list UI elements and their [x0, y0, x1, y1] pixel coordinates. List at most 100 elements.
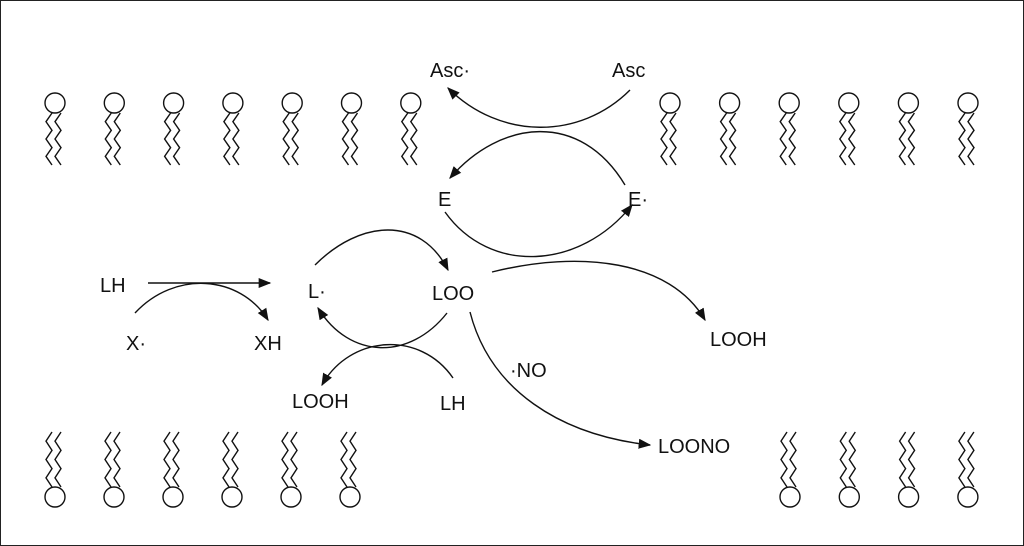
lipid-tail — [104, 431, 112, 488]
lipid-molecule — [281, 92, 303, 166]
lipid-head — [103, 486, 125, 508]
lipid-molecule — [103, 92, 126, 166]
lipid-head — [838, 92, 860, 114]
lipid-head — [778, 92, 800, 114]
lipid-tail — [113, 112, 122, 166]
lipid-head — [718, 92, 741, 114]
label-x-radical: X· — [126, 333, 146, 355]
lipid-tail — [340, 431, 348, 488]
arrow-e-to-e-radical — [444, 204, 633, 258]
lipid-tail — [788, 112, 797, 166]
lipid-head — [280, 486, 302, 508]
lipid-tail — [719, 112, 728, 166]
lipid-tail — [400, 112, 409, 166]
lipid-tail — [958, 112, 966, 166]
lipid-molecule — [103, 431, 125, 508]
lipid-tail — [54, 431, 62, 488]
arrow-x-radical-to-xh — [134, 282, 269, 322]
lipid-tail — [898, 112, 907, 166]
label-lh-bottom: LH — [440, 393, 466, 415]
label-asc: Asc — [612, 60, 645, 82]
label-asc-radical: Asc· — [430, 60, 470, 82]
lipid-molecule — [838, 431, 860, 508]
lipid-tail — [780, 431, 788, 488]
lipid-molecule — [778, 92, 800, 166]
lipid-molecule — [400, 92, 422, 166]
lipid-tail — [660, 112, 668, 166]
lipid-molecule — [897, 92, 920, 166]
label-looh-bottom: LOOH — [292, 391, 349, 413]
lipid-head — [838, 486, 860, 508]
lipid-tail — [172, 112, 181, 166]
lipid-molecule — [838, 92, 860, 166]
arrow-lh-to-looh — [321, 344, 454, 387]
lipid-molecule — [659, 92, 681, 166]
lipid-molecule — [44, 92, 66, 166]
lipid-tail — [223, 112, 231, 166]
lipid-tail — [113, 431, 121, 488]
lipid-head — [779, 486, 801, 508]
lipid-tail — [341, 112, 350, 166]
label-lh: LH — [100, 275, 126, 297]
lipid-tail — [669, 112, 677, 166]
lipid-molecule — [339, 431, 361, 508]
lipid-tail — [779, 112, 788, 166]
label-e: E — [438, 189, 451, 211]
lipid-head — [339, 486, 361, 508]
lipid-head — [221, 486, 243, 508]
lipid-molecule — [957, 92, 979, 166]
lipid-tail — [838, 112, 847, 166]
lipid-tail — [45, 112, 53, 166]
arrow-e-radical-to-e — [449, 130, 626, 186]
lipid-molecule — [718, 92, 741, 166]
lipid-head — [103, 92, 126, 114]
lipid-head — [162, 486, 184, 508]
lipid-molecule — [162, 431, 184, 508]
lipid-tail — [222, 431, 230, 488]
lipid-head — [340, 92, 363, 114]
lipid-tail — [290, 431, 298, 488]
lipid-tail — [104, 112, 113, 166]
lipid-head — [897, 486, 920, 508]
lipid-tail — [163, 431, 171, 488]
lipid-tail — [848, 431, 857, 488]
lipid-tail — [45, 431, 53, 488]
arrow-loo-to-loono — [469, 311, 652, 449]
label-no-radical: ·NO — [510, 360, 547, 382]
lipid-tail — [958, 431, 966, 488]
lipid-tail — [163, 112, 172, 166]
lipid-tail — [232, 112, 240, 166]
lipid-molecule — [957, 431, 979, 508]
lipid-tail — [231, 431, 239, 488]
lipid-head — [957, 486, 979, 508]
lipid-tail — [839, 431, 848, 488]
lipid-head — [162, 92, 185, 114]
lipid-tail — [789, 431, 797, 488]
lipid-tail — [967, 112, 975, 166]
lipid-tail — [172, 431, 180, 488]
arrow-asc-to-asc-radical — [447, 87, 631, 128]
arrow-l-radical-to-loo — [314, 229, 449, 272]
lipid-molecule — [221, 431, 243, 508]
lipid-molecule — [897, 431, 920, 508]
arrow-loo-to-looh — [491, 260, 706, 322]
arrow-loo-to-l-radical — [317, 306, 448, 349]
lipid-head — [44, 486, 66, 508]
label-looh-right: LOOH — [710, 329, 767, 351]
lipid-tail — [282, 112, 291, 166]
lipid-head — [659, 92, 681, 114]
membrane-lipids — [44, 92, 979, 508]
lipid-head — [222, 92, 244, 114]
lipid-molecule — [222, 92, 244, 166]
lipid-tail — [847, 112, 856, 166]
lipid-tail — [967, 431, 975, 488]
lipid-tail — [281, 431, 289, 488]
lipid-head — [400, 92, 422, 114]
lipid-head — [897, 92, 920, 114]
lipid-molecule — [162, 92, 185, 166]
lipid-head — [44, 92, 66, 114]
lipid-molecule — [779, 431, 801, 508]
